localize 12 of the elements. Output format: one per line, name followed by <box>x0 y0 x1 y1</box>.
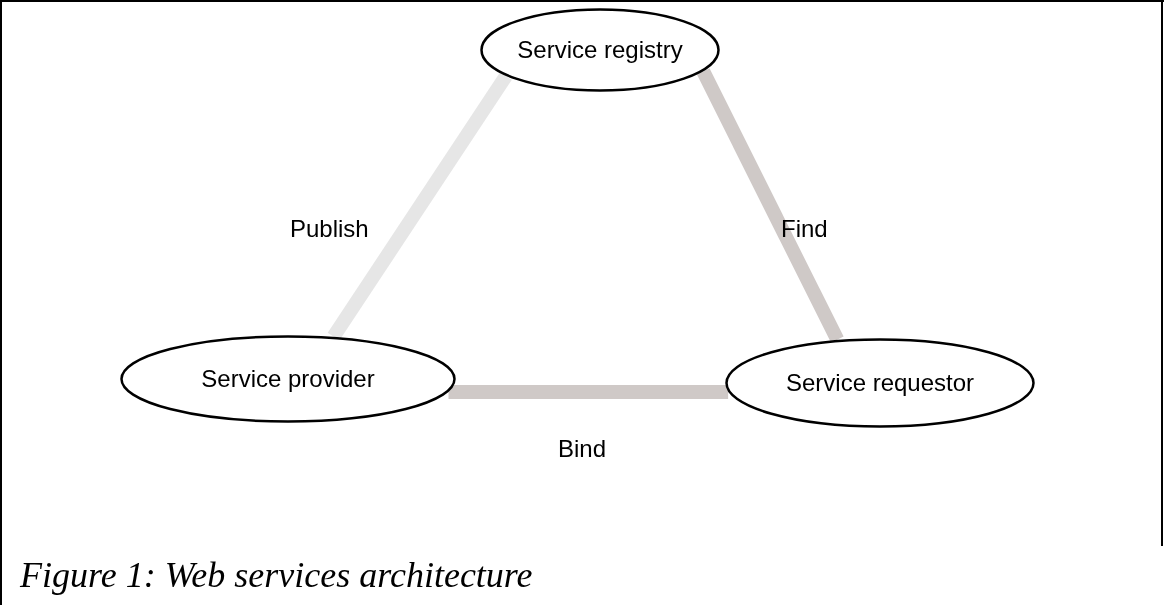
node-label: Service provider <box>201 367 375 391</box>
connector-line <box>448 385 729 399</box>
node-label: Service requestor <box>785 371 975 395</box>
ellipse-node <box>480 8 720 92</box>
edge-label: Publish <box>290 217 369 241</box>
edge-label: Bind <box>558 437 607 461</box>
edge-label: Find <box>781 217 828 241</box>
ellipse-node <box>725 338 1035 428</box>
node-label: Service registry <box>517 38 683 62</box>
connector-line <box>696 68 844 343</box>
figure-caption: Figure 1: Web services architecture <box>20 554 533 597</box>
ellipse-node <box>120 335 456 423</box>
